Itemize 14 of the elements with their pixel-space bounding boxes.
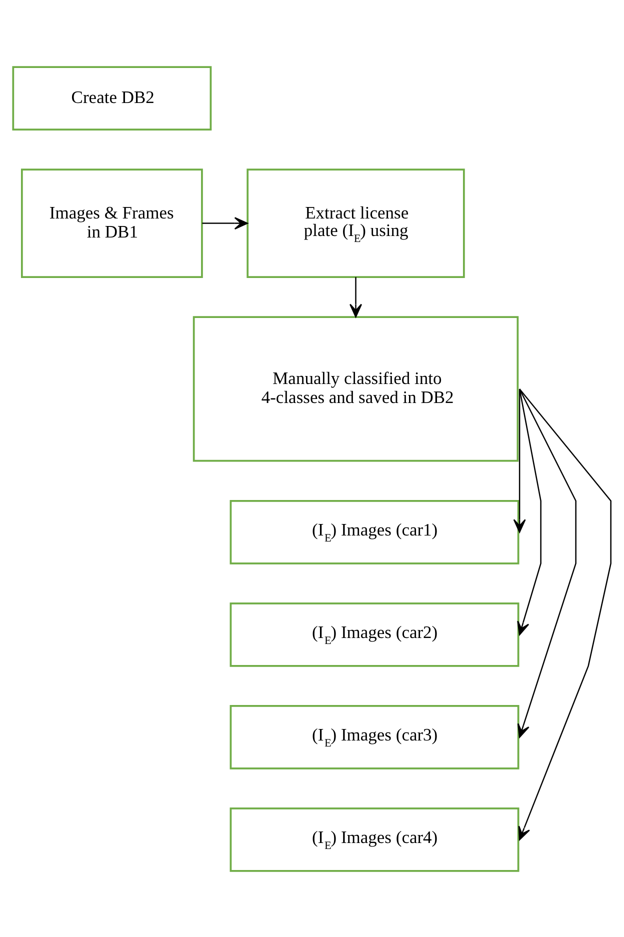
node-box: Manually classified into 4-classes and saved in DB2 [192,316,519,462]
node-box: Extract license plate (I$_{E}$) using [246,168,465,278]
arrow [350,276,362,317]
node-box: (I$_{E}$) Images (car2) [230,602,520,666]
node-box: (I$_{E}$) Images (car3) [230,704,520,769]
arrow [517,388,576,738]
node-box: (I$_{E}$) Images (car4) [230,807,520,872]
arrow [518,388,612,840]
arrow [517,388,542,635]
arrow [202,216,248,230]
node-box: (I$_{E}$) Images (car1) [230,499,520,564]
node-box: Images & Frames in DB1 [20,168,203,278]
arrow [513,388,526,532]
node-box: Create DB2 [12,66,212,130]
